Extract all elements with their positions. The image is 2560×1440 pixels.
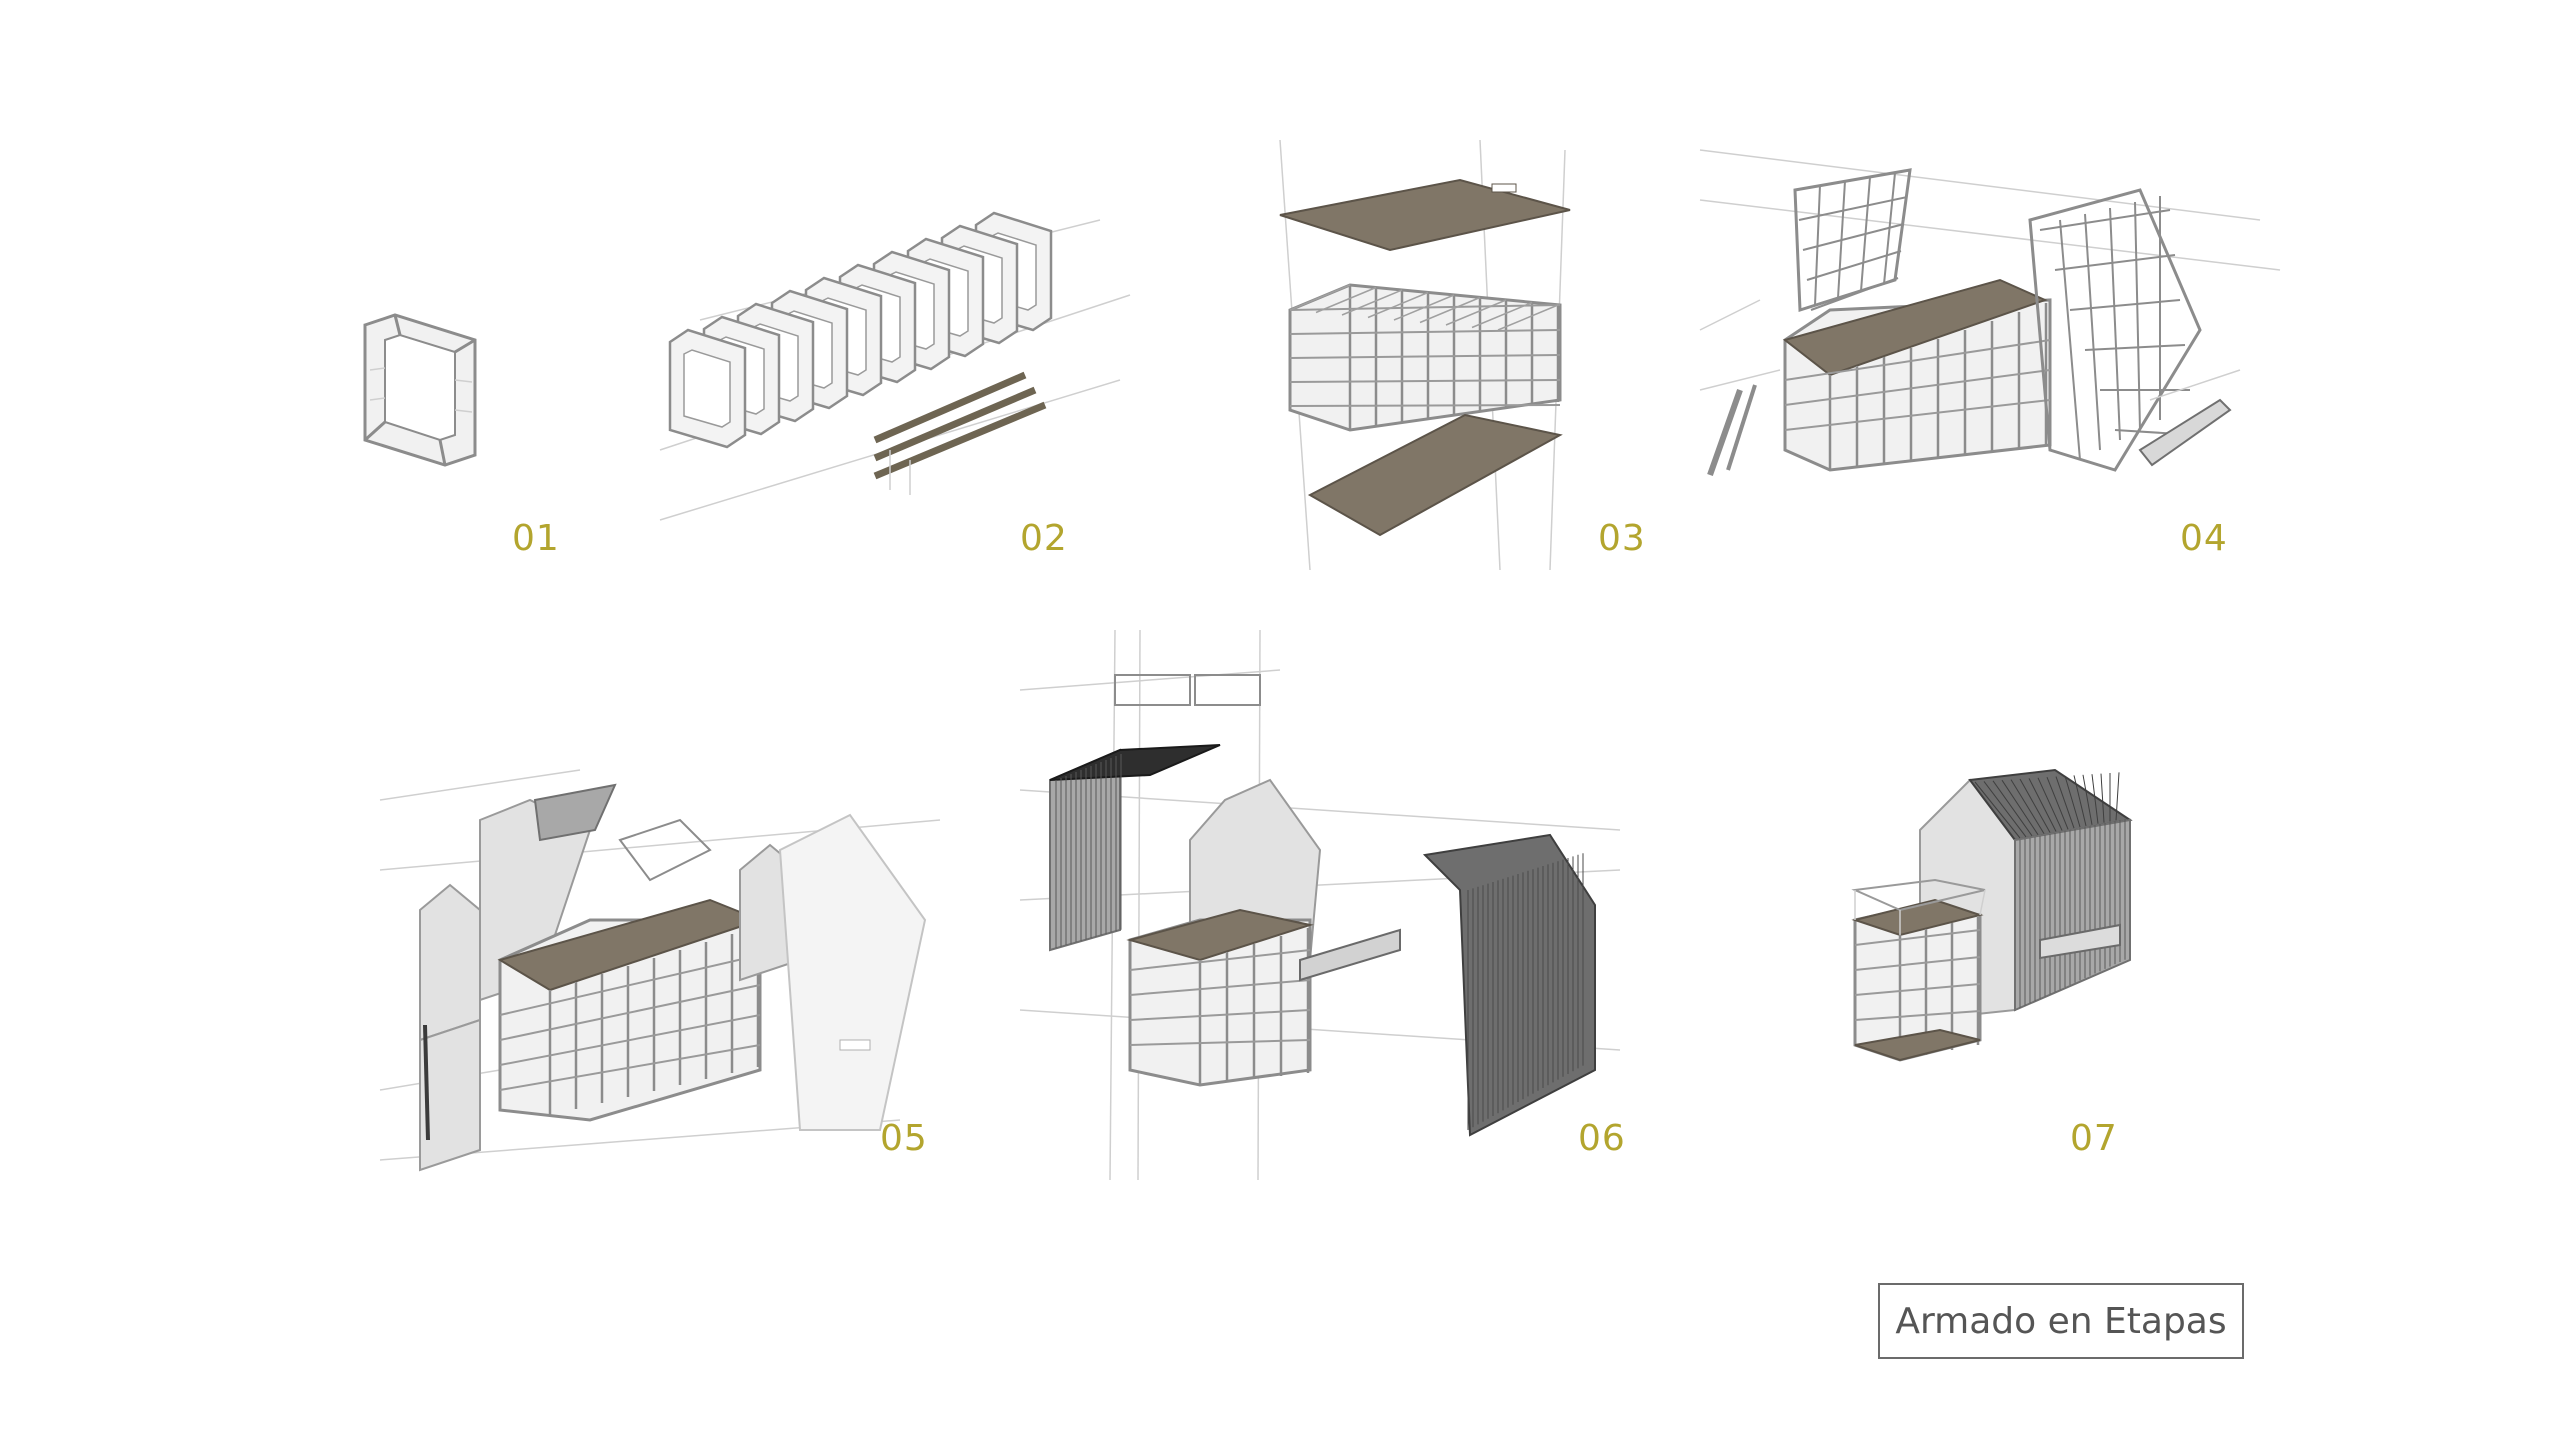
stage-03-number: 03 bbox=[1598, 518, 1646, 559]
stage-05-illustration bbox=[379, 760, 941, 1180]
stage-02-illustration bbox=[659, 200, 1131, 530]
stage-07-number: 07 bbox=[2070, 1118, 2118, 1159]
stage-05-number: 05 bbox=[880, 1118, 928, 1159]
stage-02-number: 02 bbox=[1020, 518, 1068, 559]
stage-07-illustration bbox=[1840, 760, 2170, 1080]
stage-01-illustration bbox=[360, 310, 490, 467]
stage-06-illustration bbox=[1019, 629, 1621, 1181]
stage-06-number: 06 bbox=[1578, 1118, 1626, 1159]
stage-04-illustration bbox=[1699, 130, 2281, 500]
stage-01-number: 01 bbox=[512, 518, 560, 559]
diagram-title: Armado en Etapas bbox=[1878, 1283, 2244, 1359]
stage-04-number: 04 bbox=[2180, 518, 2228, 559]
stage-03-illustration bbox=[1270, 139, 1580, 571]
diagram-title-text: Armado en Etapas bbox=[1895, 1300, 2227, 1342]
